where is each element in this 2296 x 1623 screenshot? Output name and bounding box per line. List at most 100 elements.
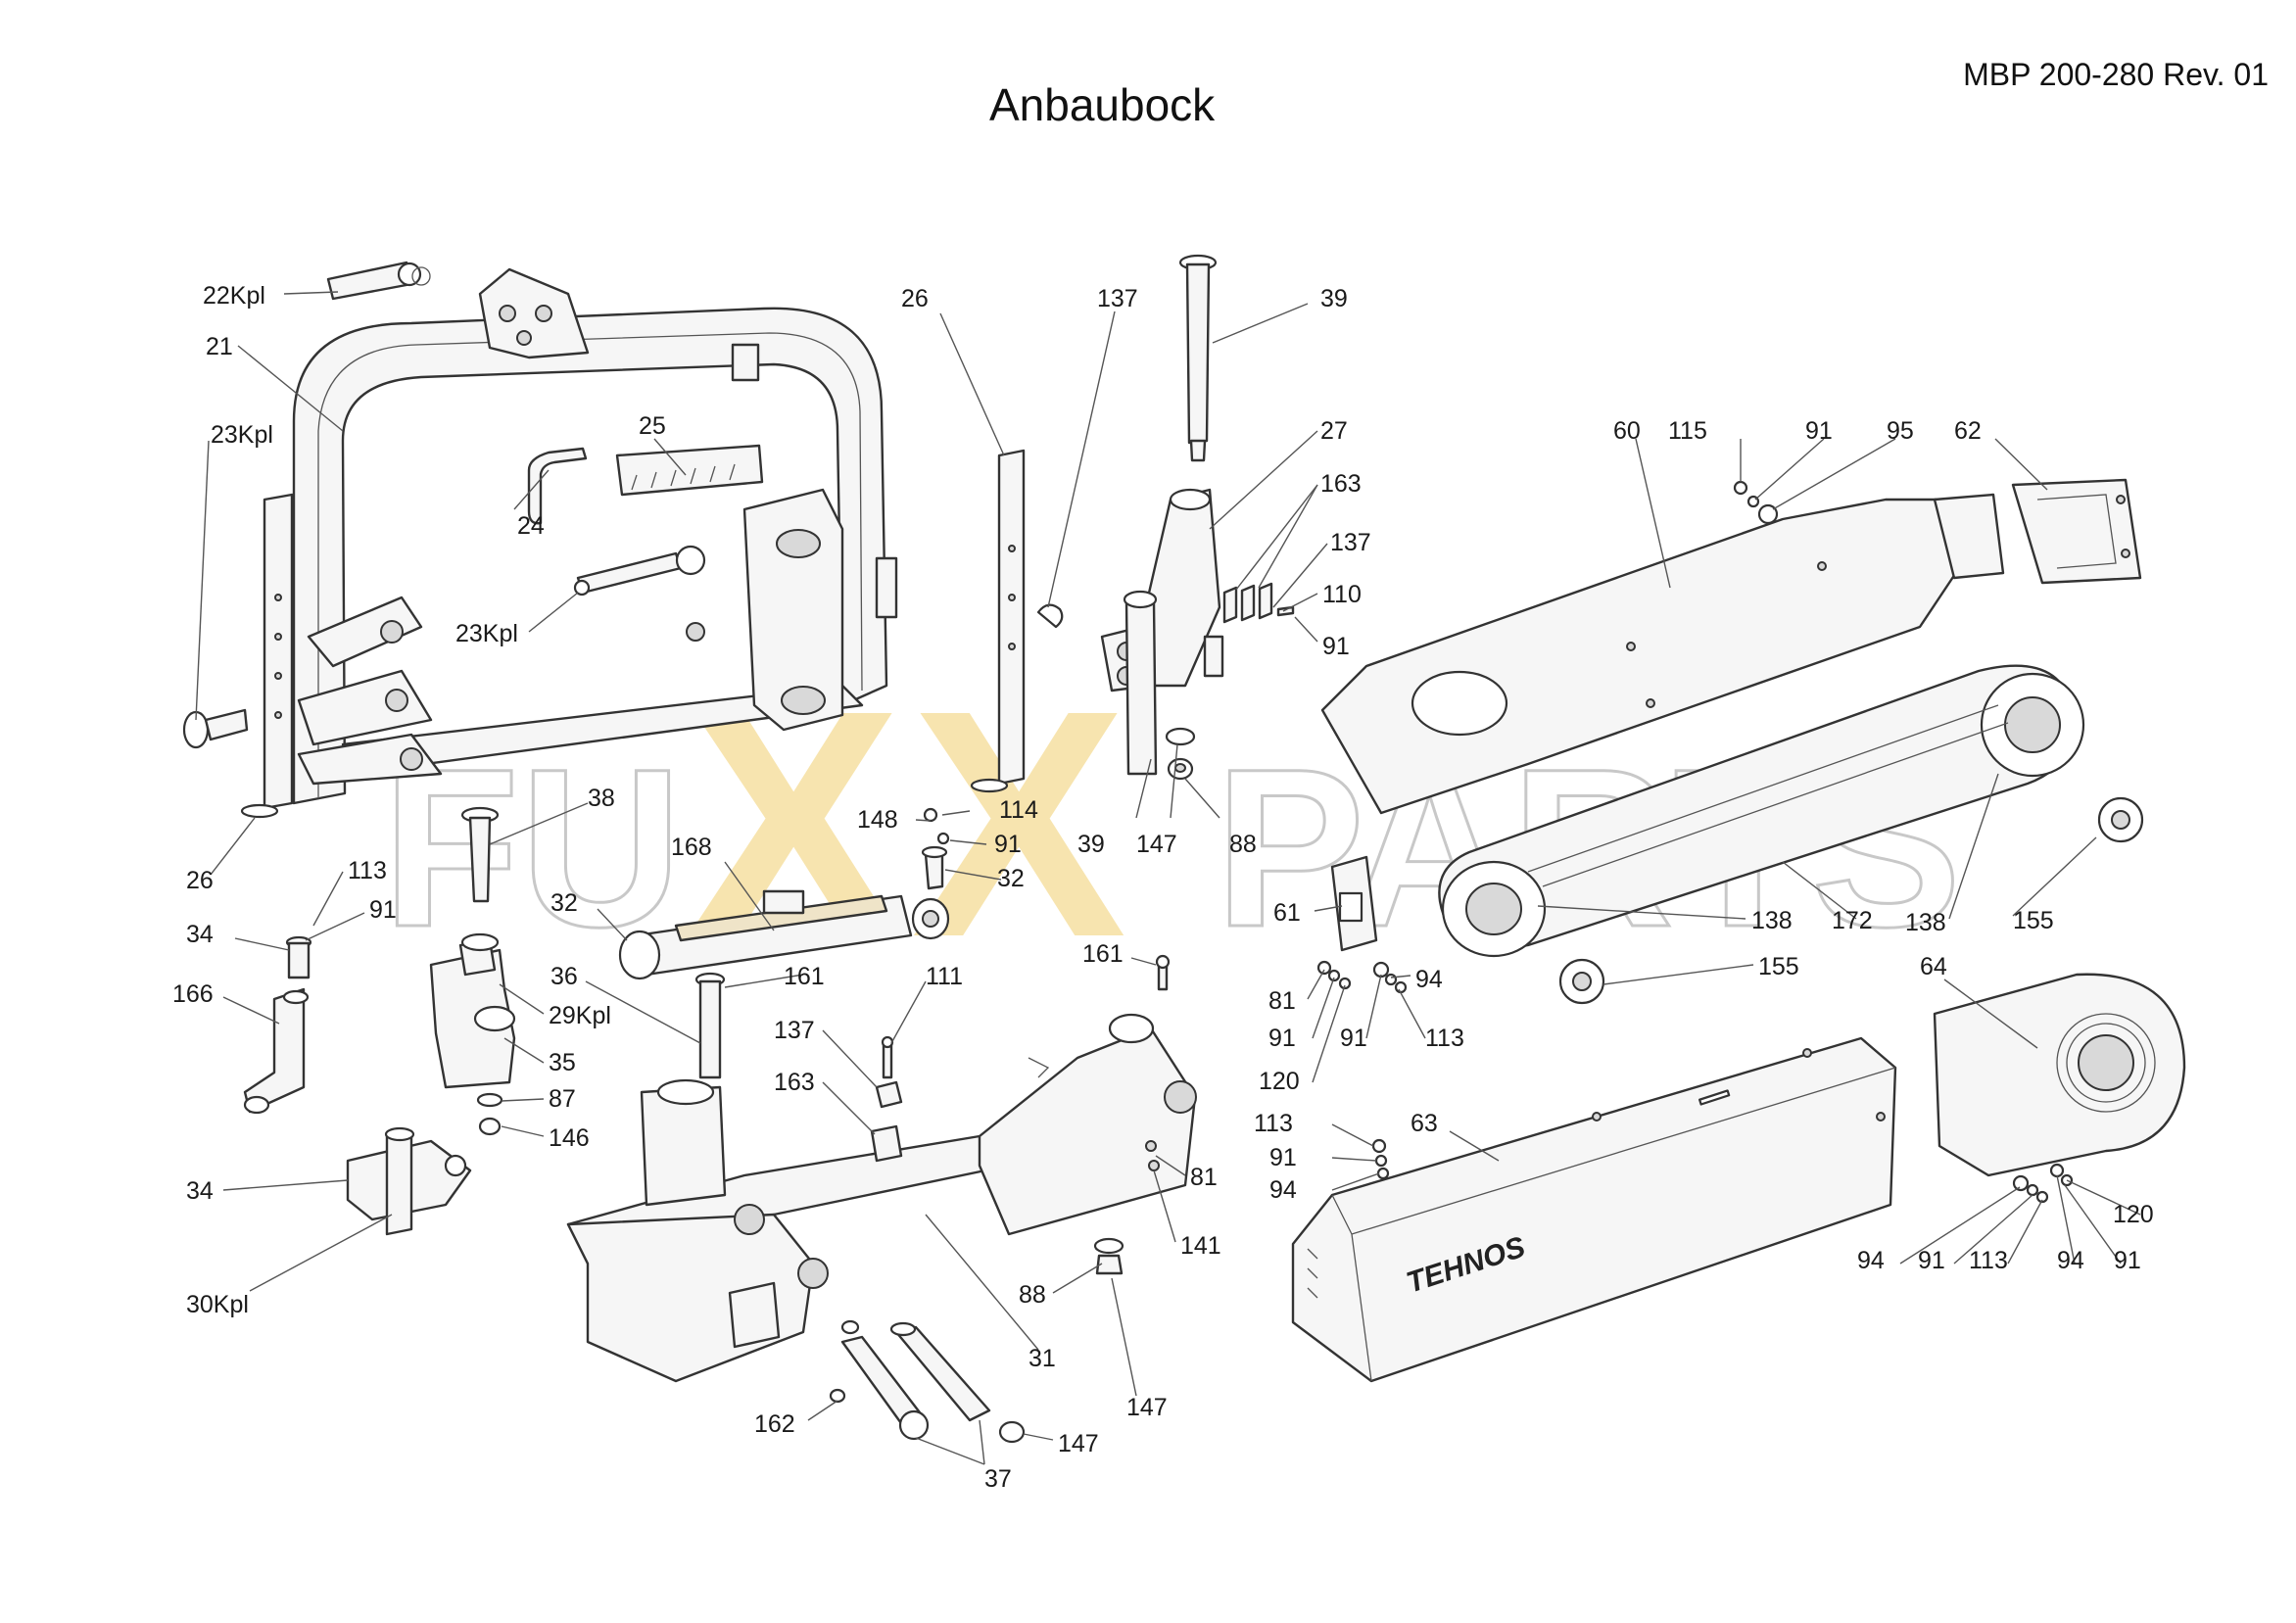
callout-113: 113 bbox=[1254, 1110, 1293, 1137]
callout-39: 39 bbox=[1320, 285, 1348, 312]
callout-161: 161 bbox=[784, 963, 825, 990]
callout-34: 34 bbox=[186, 921, 214, 948]
callout-113: 113 bbox=[1969, 1247, 2008, 1274]
callout-30kpl: 30Kpl bbox=[186, 1291, 249, 1318]
pin-39-lower bbox=[1123, 590, 1158, 776]
callout-22kpl: 22Kpl bbox=[203, 282, 265, 310]
callout-94: 94 bbox=[1269, 1176, 1297, 1204]
hardware-115-91-95 bbox=[1733, 480, 1779, 525]
pin-38 bbox=[460, 806, 500, 903]
callout-111: 111 bbox=[926, 963, 963, 990]
callout-26: 26 bbox=[186, 867, 214, 894]
callout-36: 36 bbox=[550, 963, 578, 990]
callout-168: 168 bbox=[671, 834, 712, 861]
callout-labels: 22Kpl 21 23Kpl 25 24 23Kpl 26 26 137 39 … bbox=[172, 282, 2154, 1493]
callout-62: 62 bbox=[1954, 417, 1982, 445]
post-26-right bbox=[970, 449, 1026, 793]
callout-138: 138 bbox=[1905, 909, 1946, 936]
callout-137: 137 bbox=[1330, 529, 1371, 556]
callout-146: 146 bbox=[549, 1124, 590, 1152]
callout-91: 91 bbox=[994, 831, 1022, 858]
callout-39: 39 bbox=[1077, 831, 1105, 858]
pin-32-small bbox=[921, 845, 948, 890]
hardware-94-91-113-120 bbox=[2012, 1163, 2074, 1204]
belt-housing-60 bbox=[1320, 493, 2005, 815]
pin-22kpl bbox=[326, 261, 431, 301]
callout-63: 63 bbox=[1411, 1110, 1438, 1137]
callout-113: 113 bbox=[1425, 1025, 1464, 1052]
callout-148: 148 bbox=[857, 806, 898, 834]
callout-115: 115 bbox=[1668, 417, 1707, 445]
sleeve-34-upper bbox=[285, 935, 312, 979]
callout-137: 137 bbox=[774, 1017, 815, 1044]
callout-166: 166 bbox=[172, 980, 214, 1008]
callout-60: 60 bbox=[1613, 417, 1641, 445]
callout-94: 94 bbox=[1415, 966, 1443, 993]
callout-91: 91 bbox=[1805, 417, 1833, 445]
callout-27: 27 bbox=[1320, 417, 1348, 445]
bracket-166 bbox=[243, 987, 310, 1115]
callout-38: 38 bbox=[588, 785, 615, 812]
callout-35: 35 bbox=[549, 1049, 576, 1076]
callout-163: 163 bbox=[1320, 470, 1362, 498]
pin-23kpl-left bbox=[182, 708, 249, 749]
belt-cover-63: TEHNOS bbox=[1291, 1036, 1897, 1383]
bracket-29kpl bbox=[429, 932, 516, 1136]
callout-91: 91 bbox=[1322, 633, 1350, 660]
washer-147-nut-88-upper bbox=[1165, 727, 1196, 781]
page-title: Anbaubock bbox=[989, 79, 1216, 130]
callout-94: 94 bbox=[1857, 1247, 1885, 1274]
callout-120: 120 bbox=[2113, 1201, 2154, 1228]
mounting-frame-21 bbox=[292, 267, 898, 805]
bushing-155-left bbox=[1558, 958, 1605, 1005]
callout-88: 88 bbox=[1019, 1281, 1046, 1309]
lynch-pin-137 bbox=[1036, 603, 1064, 629]
callout-162: 162 bbox=[754, 1410, 795, 1438]
callout-120: 120 bbox=[1259, 1068, 1300, 1095]
callout-34: 34 bbox=[186, 1177, 214, 1205]
callout-32: 32 bbox=[550, 889, 578, 917]
callout-141: 141 bbox=[1180, 1232, 1221, 1260]
callout-155: 155 bbox=[2013, 907, 2054, 934]
hook-24 bbox=[527, 447, 588, 525]
callout-64: 64 bbox=[1920, 953, 1947, 980]
nut-88-lower bbox=[1093, 1237, 1124, 1275]
callout-25: 25 bbox=[639, 412, 666, 440]
pin-36 bbox=[694, 972, 726, 1079]
callout-91: 91 bbox=[369, 896, 397, 924]
bracket-62 bbox=[2011, 478, 2142, 585]
callout-147: 147 bbox=[1136, 831, 1177, 858]
callout-21: 21 bbox=[206, 333, 233, 360]
callout-88: 88 bbox=[1229, 831, 1257, 858]
callout-31: 31 bbox=[1028, 1345, 1056, 1372]
callout-91: 91 bbox=[1269, 1144, 1297, 1171]
belt-drive-172 bbox=[1438, 664, 2085, 958]
callout-138: 138 bbox=[1751, 907, 1793, 934]
callout-91: 91 bbox=[1918, 1247, 1945, 1274]
leader-lines bbox=[195, 291, 2141, 1465]
bushing-155-right bbox=[2097, 796, 2144, 843]
post-26-left bbox=[240, 493, 294, 819]
callout-87: 87 bbox=[549, 1085, 576, 1113]
callout-95: 95 bbox=[1887, 417, 1914, 445]
callout-26: 26 bbox=[901, 285, 929, 312]
bracket-30kpl bbox=[346, 1126, 472, 1236]
bolt-111 bbox=[881, 1035, 894, 1079]
pin-39-top bbox=[1178, 254, 1218, 462]
hardware-113-91-94 bbox=[1371, 1138, 1390, 1180]
guard-64 bbox=[1933, 973, 2186, 1177]
callout-81: 81 bbox=[1268, 987, 1296, 1015]
callout-110: 110 bbox=[1322, 581, 1362, 608]
hydraulic-cylinder-168 bbox=[618, 889, 950, 980]
callout-94: 94 bbox=[2057, 1247, 2084, 1274]
callout-29kpl: 29Kpl bbox=[549, 1002, 611, 1029]
pin-23kpl-center bbox=[573, 545, 706, 597]
callout-32: 32 bbox=[997, 865, 1025, 892]
callout-137: 137 bbox=[1097, 285, 1138, 312]
clip-163-arm bbox=[870, 1080, 903, 1163]
hardware-81-91-120 bbox=[1316, 960, 1408, 994]
hardware-148-114 bbox=[923, 807, 950, 845]
bolt-161 bbox=[1155, 954, 1171, 991]
callout-23kpl: 23Kpl bbox=[211, 421, 273, 449]
